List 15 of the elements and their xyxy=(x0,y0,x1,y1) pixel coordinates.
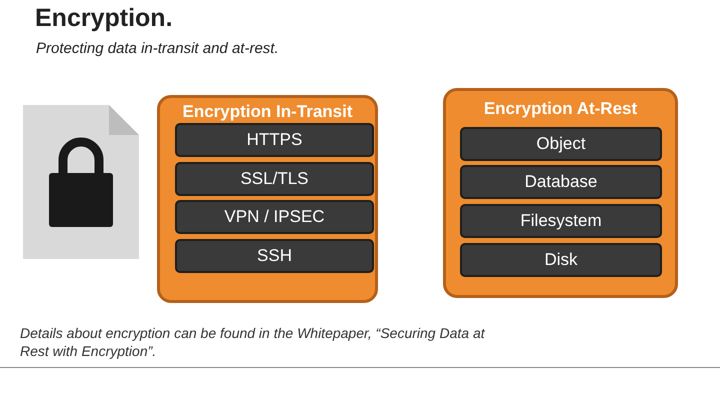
item-box: Disk xyxy=(460,243,662,277)
subtitle: Protecting data in-transit and at-rest. xyxy=(36,40,279,57)
title: Encryption. xyxy=(35,4,173,33)
item-box: Database xyxy=(460,165,662,199)
panel-heading: Encryption At-Rest xyxy=(482,99,638,119)
item-box: Object xyxy=(460,127,662,161)
item-box: Filesystem xyxy=(460,204,662,238)
item-box: HTTPS xyxy=(175,123,374,157)
item-box: SSL/TLS xyxy=(175,162,374,196)
group-panel xyxy=(157,95,378,303)
item-box: VPN / IPSEC xyxy=(175,200,374,234)
caption: Details about encryption can be found in the Whitepaper, “Securing Data at Rest with Encryption”. xyxy=(20,324,486,360)
item-box: SSH xyxy=(175,239,374,273)
group-panel xyxy=(443,88,678,298)
panel-heading: Encryption In-Transit xyxy=(181,102,354,122)
